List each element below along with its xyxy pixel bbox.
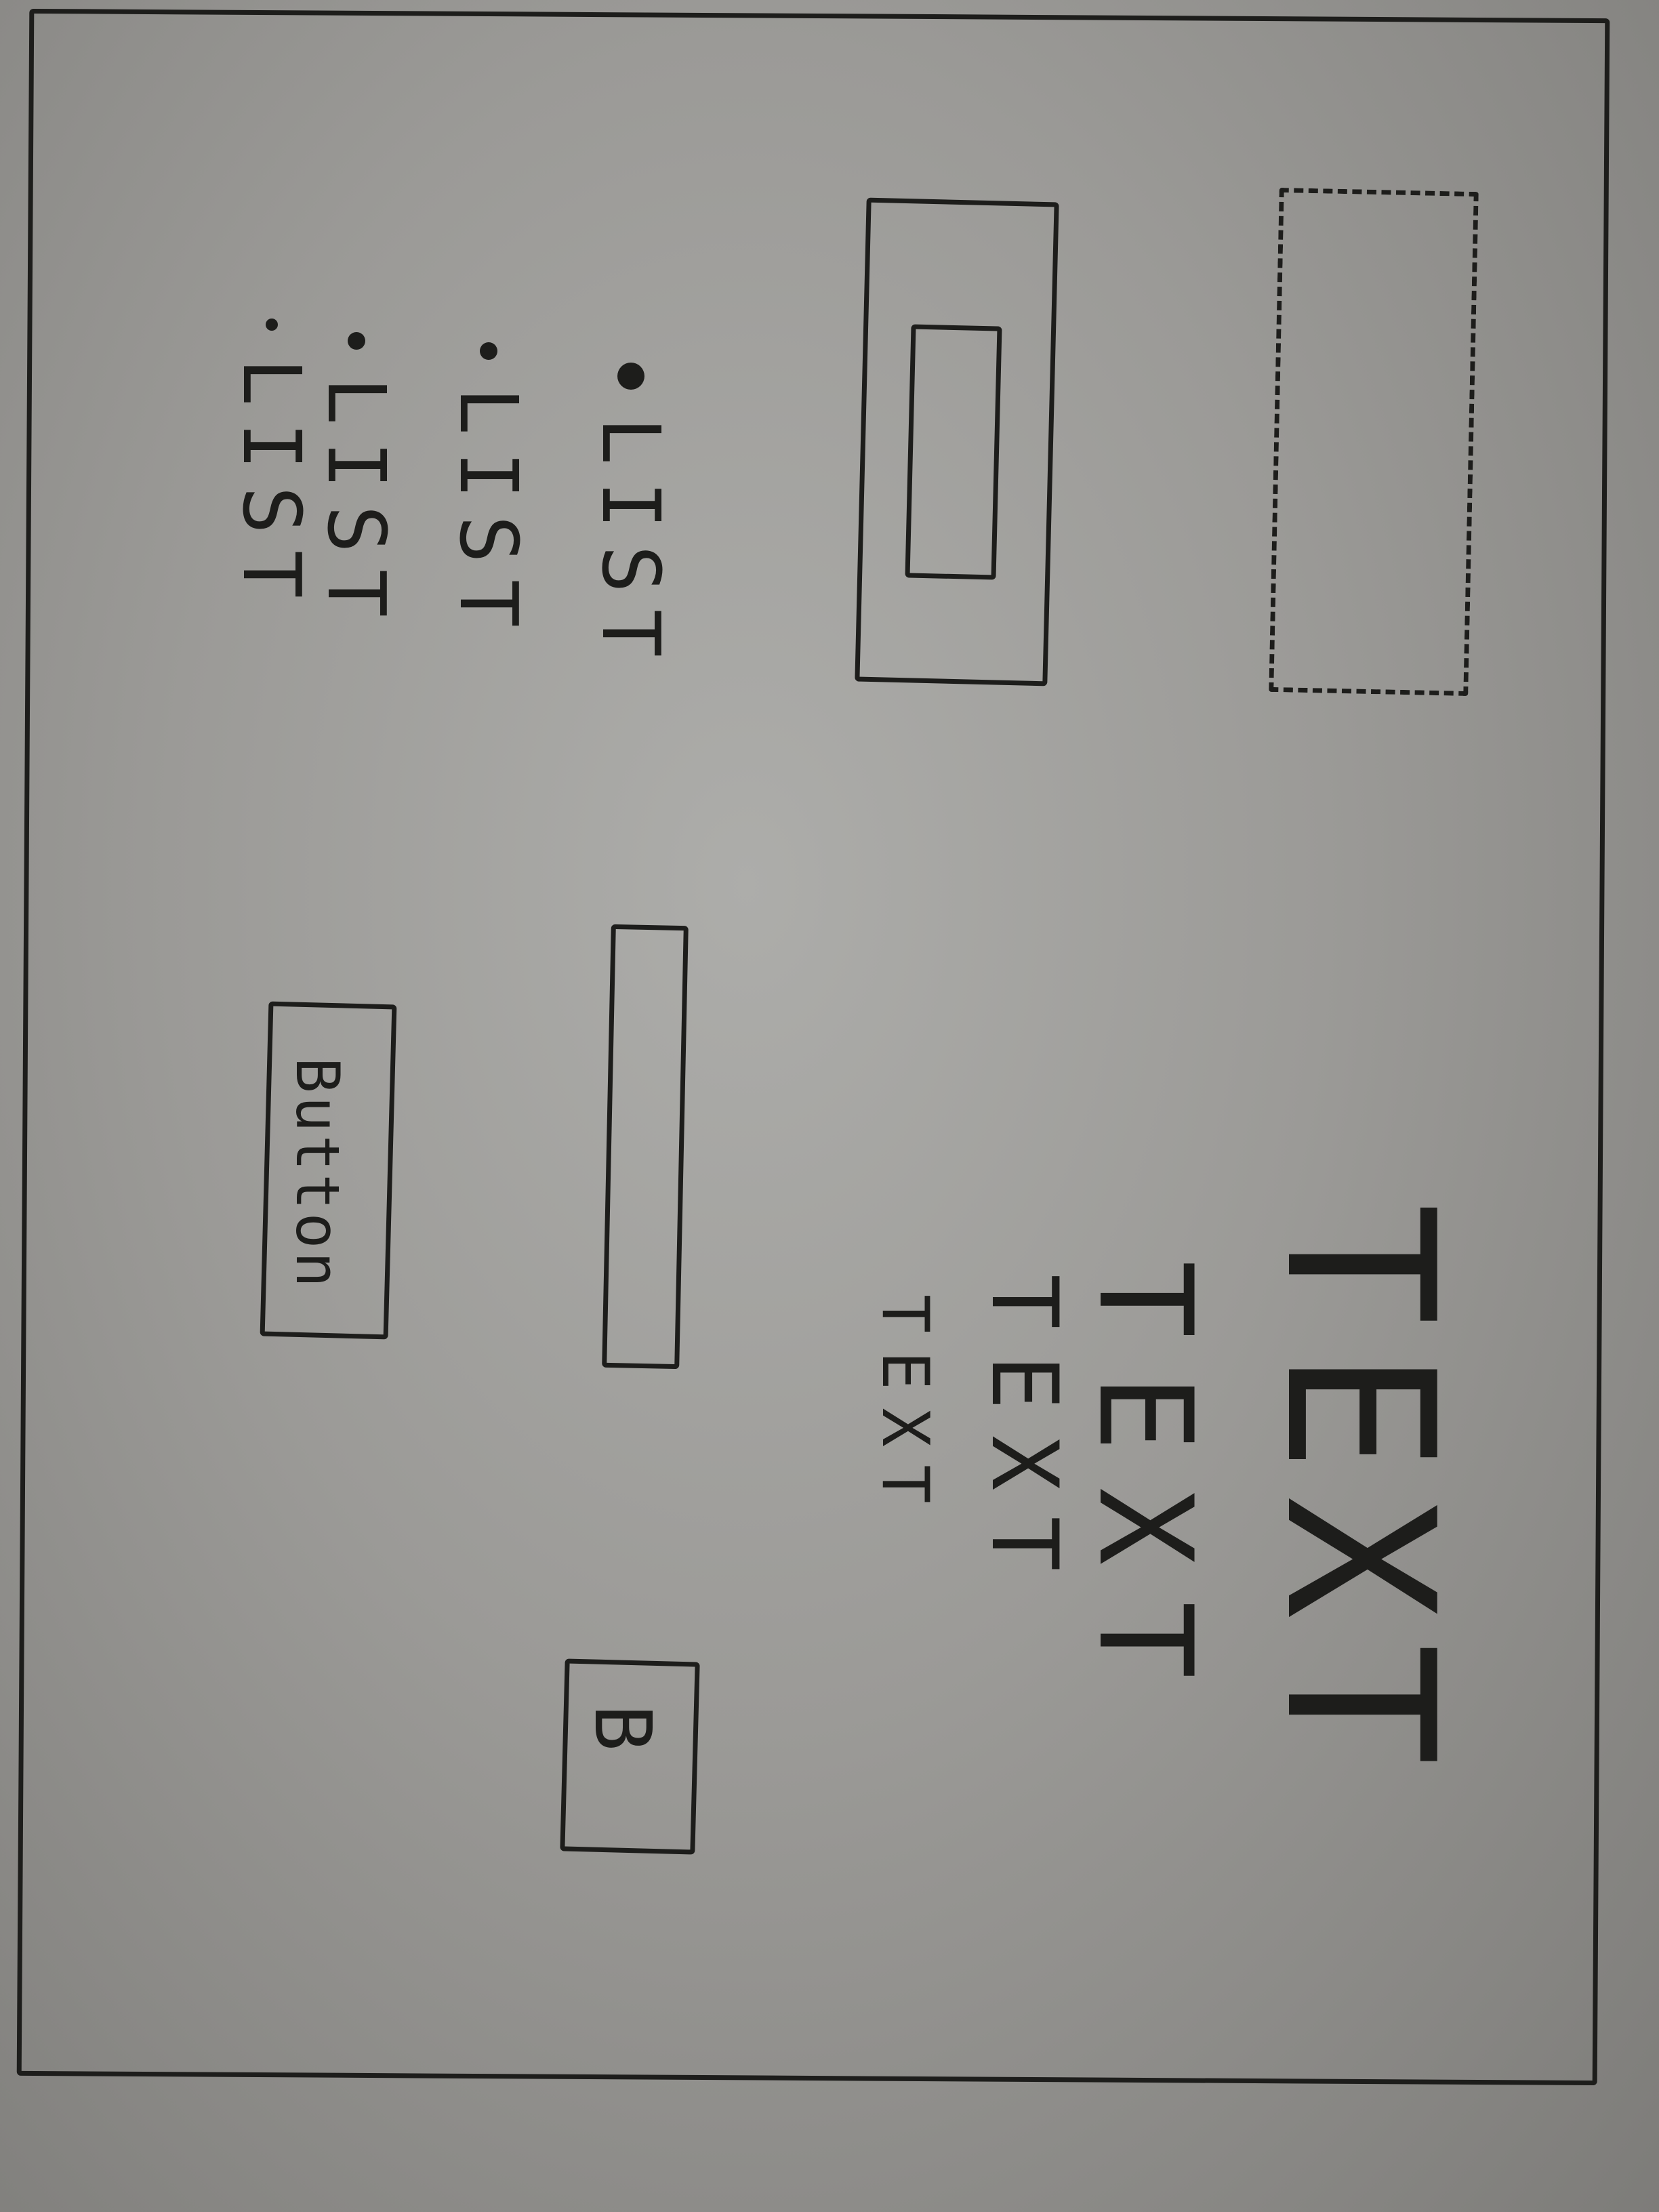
bullet-icon [348, 332, 365, 350]
image-placeholder [1269, 188, 1479, 696]
list-item: LIST [584, 363, 678, 674]
heading-4: TEXT [867, 1294, 942, 1522]
bullet-icon [617, 363, 644, 390]
text-input[interactable] [602, 924, 689, 1370]
heading-2: TEXT [1070, 1261, 1220, 1715]
list-item: LIST [225, 319, 319, 615]
heading-1: TEXT [1241, 1203, 1477, 1790]
bullet-icon [266, 319, 278, 331]
heading-3: TEXT [971, 1274, 1078, 1597]
list-item-label: LIST [584, 417, 678, 674]
list-item-label: LIST [310, 377, 403, 634]
main-button-label: Button [283, 1057, 352, 1291]
media-inner-box [905, 324, 1002, 580]
b-button[interactable] [560, 1658, 700, 1855]
list-item-label: LIST [225, 358, 319, 615]
list-item: LIST [442, 342, 535, 644]
list-item-label: LIST [442, 387, 535, 644]
b-button-label: B [577, 1704, 668, 1752]
list-item: LIST [310, 332, 403, 634]
bullet-icon [480, 342, 497, 360]
